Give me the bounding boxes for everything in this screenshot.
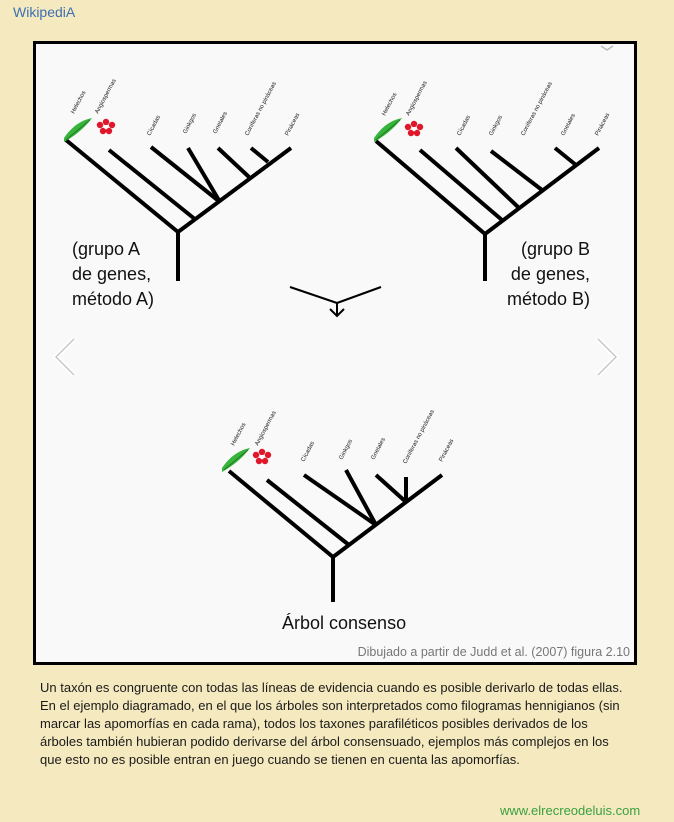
caption-text: Un taxón es congruente con todas las lín… bbox=[40, 680, 623, 767]
fern-icon bbox=[374, 118, 402, 142]
consensus-tree bbox=[227, 469, 444, 602]
taxon-label: Ginkgos bbox=[488, 115, 504, 137]
taxon-label: Helechos bbox=[70, 90, 87, 115]
fern-icon bbox=[64, 118, 92, 142]
taxon-label: Pináceas bbox=[594, 112, 611, 137]
taxon-label: Cícadas bbox=[300, 441, 316, 463]
taxon-label: Angiospermas bbox=[405, 80, 428, 117]
next-arrow-icon[interactable] bbox=[596, 337, 620, 377]
label-line: (grupo A bbox=[72, 239, 140, 259]
wikipedia-logo[interactable]: WikipediA bbox=[13, 4, 76, 20]
flower-icon bbox=[404, 120, 424, 137]
fern-icon bbox=[222, 448, 250, 472]
taxon-label: Coníferas no pináceas bbox=[402, 409, 435, 465]
expand-icon bbox=[600, 45, 614, 51]
taxon-label: Angiospermas bbox=[94, 78, 117, 115]
diagram-frame: Helechos Angiospermas Cícadas Ginkgos Gn… bbox=[33, 41, 637, 665]
flower-icon bbox=[252, 448, 272, 465]
taxon-label: Gnetales bbox=[212, 111, 229, 135]
cladogram-diagram: Helechos Angiospermas Cícadas Ginkgos Gn… bbox=[52, 45, 630, 659]
taxa-labels-b: Helechos Angiospermas Cícadas Ginkgos Co… bbox=[381, 80, 611, 137]
tree-group-b bbox=[374, 139, 601, 281]
label-line: método B) bbox=[507, 289, 590, 309]
label-group-a: (grupo A de genes, método A) bbox=[72, 239, 154, 309]
label-line: (grupo B bbox=[521, 239, 590, 259]
merge-arrow-icon bbox=[289, 286, 382, 318]
next-arrow-icon-outline bbox=[597, 338, 618, 376]
flower-icon bbox=[96, 118, 116, 135]
taxon-label: Pináceas bbox=[438, 438, 455, 463]
tree-group-a bbox=[64, 138, 293, 281]
previous-arrow-icon[interactable] bbox=[52, 337, 76, 377]
footer-link[interactable]: www.elrecreodeluis.com bbox=[500, 803, 641, 818]
consensus-label: Árbol consenso bbox=[282, 613, 406, 633]
taxon-label: Helechos bbox=[230, 422, 247, 447]
taxon-label: Pináceas bbox=[284, 112, 301, 137]
taxon-label: Coníferas no pináceas bbox=[520, 81, 553, 137]
label-line: de genes, bbox=[511, 264, 590, 284]
label-group-b: (grupo B de genes, método B) bbox=[507, 239, 590, 309]
taxon-label: Gnetales bbox=[560, 113, 577, 137]
credit-text: Dibujado a partir de Judd et al. (2007) … bbox=[358, 645, 630, 659]
label-line: método A) bbox=[72, 289, 154, 309]
taxon-label: Angiospermas bbox=[254, 410, 277, 447]
taxon-label: Ginkgos bbox=[338, 439, 354, 461]
taxon-label: Ginkgos bbox=[182, 113, 198, 135]
taxa-labels-consensus: Helechos Angiospermas Cícadas Ginkgos Gn… bbox=[230, 409, 455, 465]
taxon-label: Gnetales bbox=[370, 437, 387, 461]
previous-arrow-icon-outline bbox=[54, 338, 75, 376]
taxon-label: Helechos bbox=[381, 92, 398, 117]
taxon-label: Cícadas bbox=[456, 115, 472, 137]
taxon-label: Cícadas bbox=[146, 115, 162, 137]
taxon-label: Coníferas no pináceas bbox=[244, 81, 277, 137]
label-line: de genes, bbox=[72, 264, 151, 284]
